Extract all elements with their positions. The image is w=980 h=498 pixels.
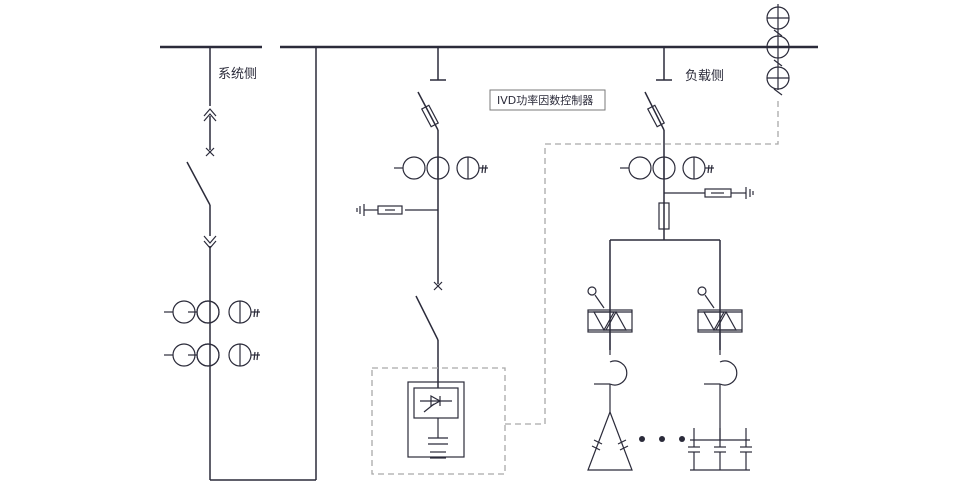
ivd-device-dashed-box [371, 367, 506, 475]
thyristor-switch-left [587, 286, 633, 333]
capacitor-bank-delta [587, 411, 633, 471]
controller-box [489, 89, 606, 111]
load-side-label: 负载侧 [685, 69, 724, 84]
control-signal-line [505, 100, 779, 425]
controller-label: IVD功率因数控制器 [497, 93, 593, 107]
system-side-label: 系统侧 [218, 67, 257, 82]
ellipsis-dots [639, 436, 685, 442]
capacitor-bank-star [688, 428, 752, 471]
ivd-feeder [356, 47, 489, 388]
load-feeder [609, 47, 754, 350]
bus-current-transformers [766, 4, 790, 96]
reactor-left [594, 332, 628, 412]
igbt-module [407, 381, 465, 459]
system-feeder [163, 47, 317, 481]
reactor-right [704, 332, 738, 440]
